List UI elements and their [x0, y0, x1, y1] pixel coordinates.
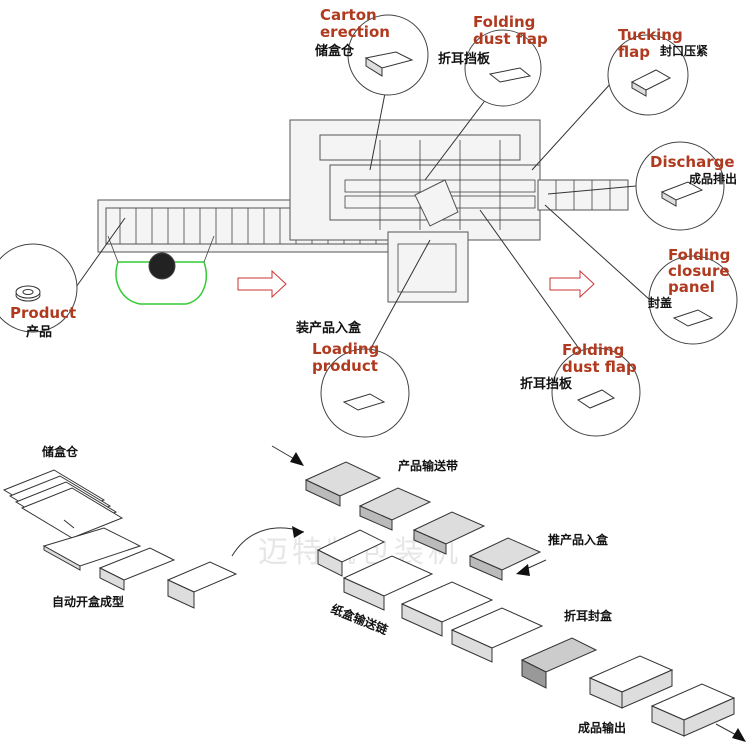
- label-folding-dust-flap-bottom-en-2: dust flap: [562, 358, 637, 376]
- carton-conveyor-boxes: [316, 529, 598, 689]
- callout-folding-closure: [648, 255, 738, 345]
- callout-loading-product: [320, 348, 410, 438]
- operator-figure: [107, 235, 215, 305]
- label-tucking-flap-en-1: Tucking: [618, 26, 683, 44]
- machine-plan-view: [97, 119, 629, 303]
- label-product-en: Product: [10, 304, 76, 322]
- callout-leaders: [73, 77, 651, 351]
- label-tucking-flap-en-2: flap: [618, 43, 650, 61]
- label-carton-erection-en-1: Carton: [320, 6, 377, 24]
- flow-arrow-left: [237, 269, 287, 299]
- label-discharge-en: Discharge: [650, 153, 735, 171]
- label-push-product: 推产品入盒: [548, 532, 609, 547]
- label-storage: 储盒仓: [42, 444, 79, 459]
- label-folding-dust-flap-bottom-zh: 折耳挡板: [520, 376, 573, 392]
- label-folding-closure-en-2: closure: [668, 262, 730, 280]
- label-fold-seal: 折耳封盒: [564, 608, 613, 623]
- label-loading-en-2: product: [312, 357, 378, 375]
- label-folding-dust-flap-bottom-en-1: Folding: [562, 341, 624, 359]
- label-folding-closure-zh: 封盖: [648, 295, 672, 310]
- label-folding-closure-en-3: panel: [668, 278, 715, 296]
- finished-cartons: [588, 655, 736, 737]
- label-output: 成品输出: [578, 720, 626, 735]
- label-carton-erection-zh: 储盒仓: [314, 43, 355, 59]
- label-folding-closure-en-1: Folding: [668, 246, 730, 264]
- callout-icons: [15, 51, 714, 411]
- label-folding-dust-flap-top-en-2: dust flap: [473, 30, 548, 48]
- label-product-conveyor: 产品输送带: [398, 458, 458, 473]
- label-loading-zh: 装产品入盒: [295, 320, 362, 336]
- flow-arrow-right: [549, 269, 595, 299]
- label-tucking-flap-zh: 封口压紧: [660, 43, 708, 58]
- label-folding-dust-flap-top-zh: 折耳挡板: [438, 51, 491, 67]
- opening-cartons: [42, 527, 238, 609]
- label-product-zh: 产品: [26, 324, 52, 340]
- label-loading-en-1: Loading: [312, 340, 379, 358]
- callout-product: [0, 243, 78, 333]
- callout-folding-dust-flap-top: [464, 29, 542, 107]
- label-folding-dust-flap-top-en-1: Folding: [473, 13, 535, 31]
- flat-carton-stack: [2, 469, 124, 539]
- product-conveyor-boxes: [304, 461, 542, 581]
- label-discharge-zh: 成品排出: [689, 171, 737, 186]
- label-auto-open: 自动开盒成型: [52, 594, 124, 609]
- label-carton-erection-en-2: erection: [320, 23, 390, 41]
